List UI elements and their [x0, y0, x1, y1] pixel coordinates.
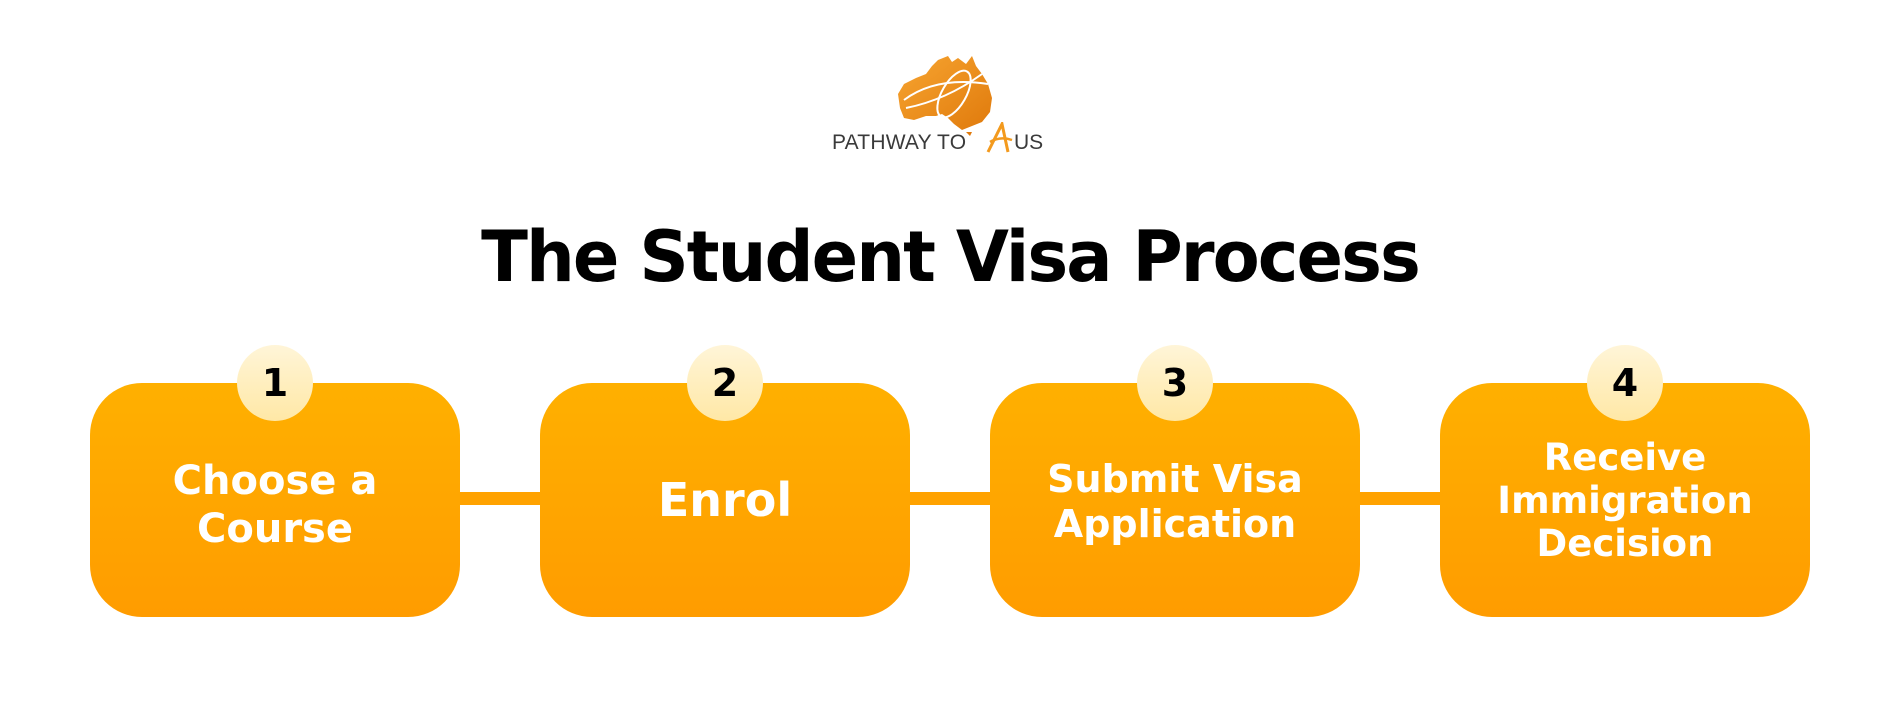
logo-text-pathway-to: PATHWAY TO — [832, 131, 967, 154]
step-1-choose-course: Choose a Course — [90, 383, 460, 617]
page-title: The Student Visa Process — [481, 216, 1421, 298]
logo-text-us: US — [1014, 131, 1044, 154]
step-4-receive-immigration-decision: Receive Immigration Decision — [1440, 383, 1810, 617]
step-label: Enrol — [657, 473, 793, 527]
step-label: Receive Immigration Decision — [1497, 435, 1753, 565]
connector-3-4 — [1360, 492, 1440, 505]
logo-a-icon — [986, 122, 1013, 153]
step-label: Submit Visa Application — [1047, 457, 1303, 546]
step-label: Choose a Course — [172, 458, 378, 552]
step-number-badge-4: 4 — [1587, 345, 1663, 421]
australia-map-icon — [898, 56, 992, 136]
step-number-badge-2: 2 — [687, 345, 763, 421]
step-2-enrol: Enrol — [540, 383, 910, 617]
pathway-to-aus-logo: PATHWAY TO US — [826, 52, 1066, 162]
step-number-badge-3: 3 — [1137, 345, 1213, 421]
connector-1-2 — [460, 492, 540, 505]
step-3-submit-visa-application: Submit Visa Application — [990, 383, 1360, 617]
connector-2-3 — [910, 492, 990, 505]
step-number-badge-1: 1 — [237, 345, 313, 421]
